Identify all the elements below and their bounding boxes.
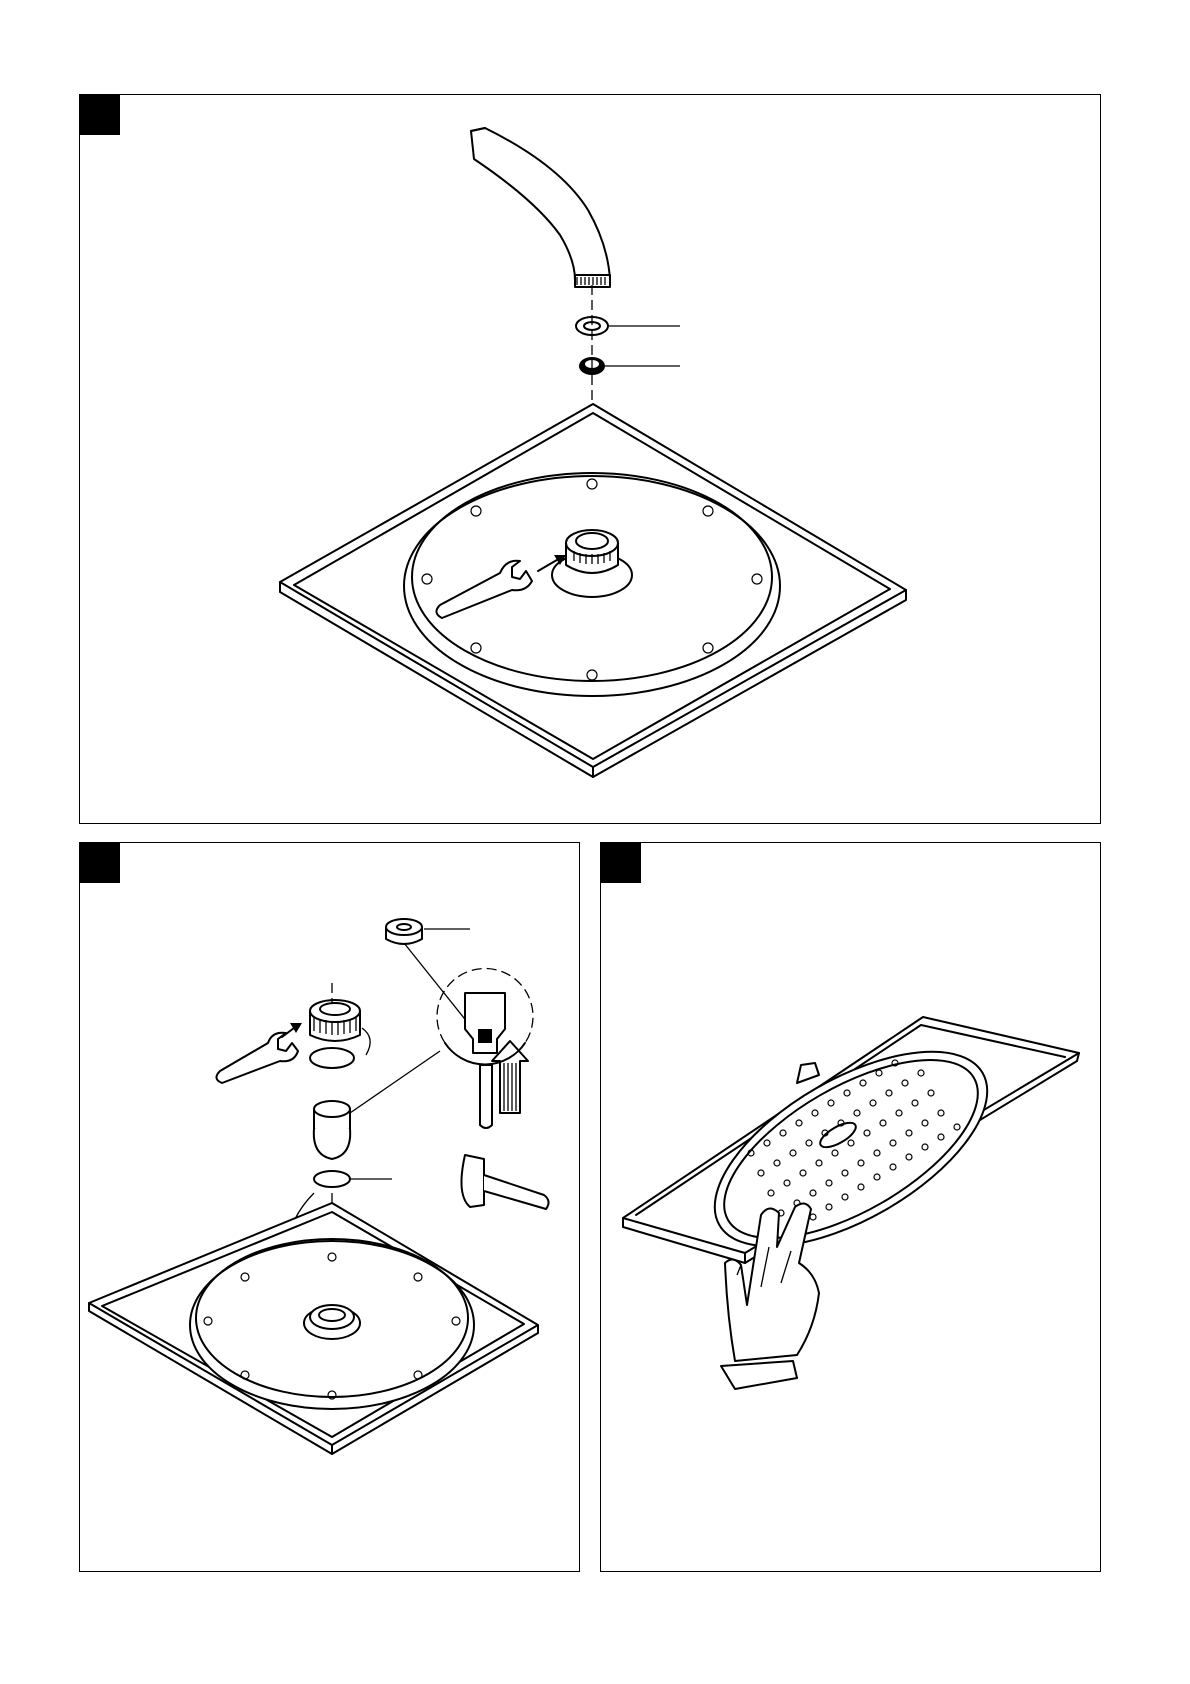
square-shower-head-icon	[89, 1203, 538, 1454]
o-ring-icon	[310, 1048, 354, 1068]
step-panel-1	[79, 94, 1101, 824]
flow-restrictor-icon	[386, 919, 422, 944]
removal-tool-icon	[461, 1065, 548, 1209]
step-panel-2	[79, 842, 580, 1572]
ball-joint-icon	[314, 1101, 350, 1159]
threaded-adapter-icon	[310, 1000, 360, 1041]
shower-arm-installation-illustration	[80, 95, 1102, 825]
wrench-icon	[216, 1023, 302, 1083]
sealing-ring-icon	[314, 1171, 350, 1187]
step-panel-3	[600, 842, 1101, 1572]
shower-arm-icon	[471, 128, 610, 287]
tilted-shower-head-icon	[623, 1012, 1079, 1285]
detail-leader-line	[350, 1051, 440, 1113]
detail-leader-line-2	[404, 943, 472, 1028]
square-shower-head-icon	[280, 404, 906, 777]
rotation-arrow	[362, 1028, 370, 1055]
adapter-and-flow-restrictor-illustration	[80, 843, 581, 1573]
nozzle-cleaning-illustration	[601, 843, 1102, 1573]
